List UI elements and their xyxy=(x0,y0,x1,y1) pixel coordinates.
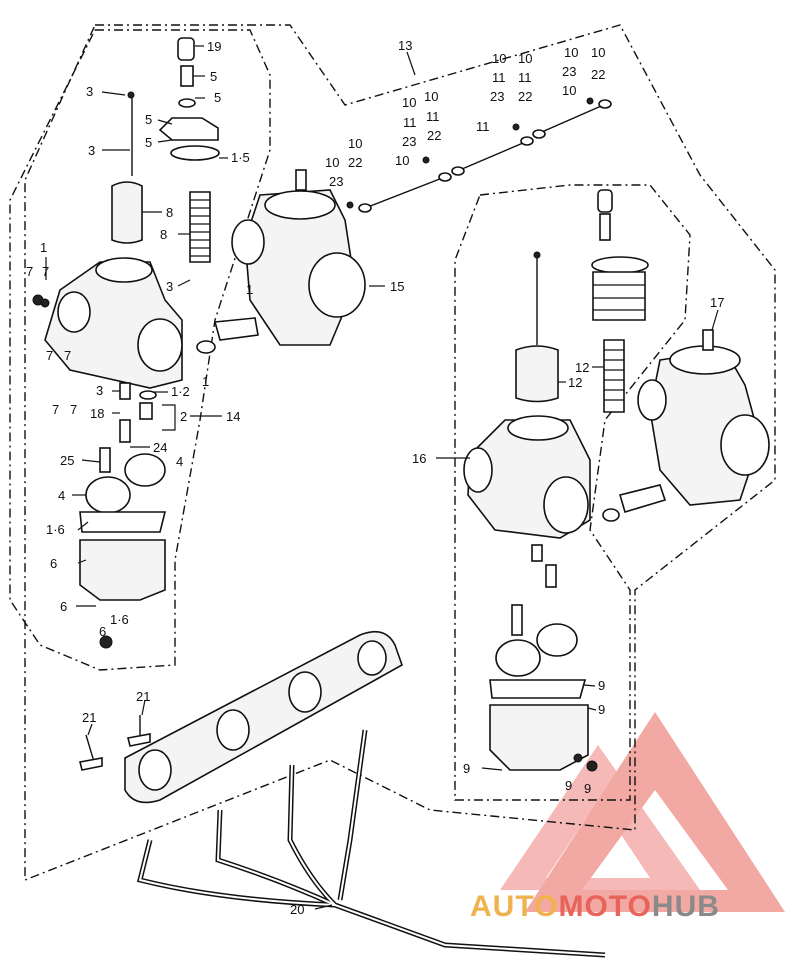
callout-24: 24 xyxy=(153,440,167,455)
callout-9d: 9 xyxy=(565,778,572,793)
callout-9c: 9 xyxy=(463,761,470,776)
callout-8b: 8 xyxy=(160,227,167,242)
callout-3a: 3 xyxy=(86,84,93,99)
callout-11: 11 xyxy=(476,119,490,134)
callout-1-6b: 1·6 xyxy=(110,612,129,627)
callout-12b: 12 xyxy=(575,360,589,375)
callout-20: 20 xyxy=(290,902,304,917)
callout-1a: 1 xyxy=(40,240,47,255)
watermark-triangle xyxy=(500,712,785,912)
callout-t2-11b: 11 xyxy=(426,109,440,124)
fuel-tube-harness-inner xyxy=(138,729,606,956)
insulator-plate xyxy=(79,630,403,804)
callout-7a: 7 xyxy=(26,264,33,279)
callout-t1-23: 23 xyxy=(329,174,343,189)
callout-t2-10b: 10 xyxy=(424,89,438,104)
logo-hub: HUB xyxy=(651,890,720,923)
callout-6b: 6 xyxy=(60,599,67,614)
callout-5b: 5 xyxy=(214,90,221,105)
link-rods xyxy=(346,97,612,213)
callout-8a: 8 xyxy=(166,205,173,220)
callout-t3-11b: 11 xyxy=(518,70,532,85)
callout-t2-10c: 10 xyxy=(395,153,409,168)
callout-t1-22: 22 xyxy=(348,155,362,170)
callout-6c: 6 xyxy=(99,624,106,639)
callout-7b: 7 xyxy=(42,264,49,279)
callout-3d: 3 xyxy=(96,383,103,398)
callout-14: 14 xyxy=(226,409,240,424)
callout-labels: 19 5 5 3 5 5 1·5 3 8 8 3 1 7 7 7 7 7 7 3… xyxy=(26,38,724,917)
callout-5c: 5 xyxy=(145,112,152,127)
group-boundary-left-inner xyxy=(9,29,271,671)
callout-13: 13 xyxy=(398,38,412,53)
logo-moto: MOTO xyxy=(558,890,652,923)
callout-5a: 5 xyxy=(210,69,217,84)
callout-25: 25 xyxy=(60,453,74,468)
callout-15: 15 xyxy=(390,279,404,294)
callout-t3-23: 23 xyxy=(490,89,504,104)
callout-t3-10a: 10 xyxy=(492,51,506,66)
left-carburetor-assembly xyxy=(32,37,220,649)
callout-21a: 21 xyxy=(136,689,150,704)
right-carburetor-exploded xyxy=(463,189,649,772)
group-boundary-right-inner xyxy=(454,184,691,801)
callout-21b: 21 xyxy=(82,710,96,725)
center-carburetor-assembly xyxy=(196,169,366,354)
callout-6a: 6 xyxy=(50,556,57,571)
callout-t2-23: 23 xyxy=(402,134,416,149)
callout-9b: 9 xyxy=(598,702,605,717)
callout-3b: 3 xyxy=(88,143,95,158)
callout-1-6a: 1·6 xyxy=(46,522,65,537)
callout-t2-11: 11 xyxy=(403,115,417,130)
callout-5d: 5 xyxy=(145,135,152,150)
callout-3c: 3 xyxy=(166,279,173,294)
callout-17: 17 xyxy=(710,295,724,310)
callout-t3-22: 22 xyxy=(518,89,532,104)
callout-t3-11a: 11 xyxy=(492,70,506,85)
far-right-carburetor xyxy=(602,329,770,522)
callout-7e: 7 xyxy=(52,402,59,417)
callout-18: 18 xyxy=(90,406,104,421)
callout-1b: 1 xyxy=(246,282,253,297)
callout-12c: 12 xyxy=(568,375,582,390)
callout-7c: 7 xyxy=(46,348,53,363)
leader-lines xyxy=(45,45,719,910)
callout-t2-10a: 10 xyxy=(402,95,416,110)
callout-7f: 7 xyxy=(70,402,77,417)
callout-t2-22: 22 xyxy=(427,128,441,143)
callout-4a: 4 xyxy=(176,454,183,469)
callout-16: 16 xyxy=(412,451,426,466)
callout-1-5a: 1·5 xyxy=(231,150,250,165)
callout-t1-10a: 10 xyxy=(348,136,362,151)
callout-7d: 7 xyxy=(64,348,71,363)
callout-t4-10b: 10 xyxy=(591,45,605,60)
callout-9a: 9 xyxy=(598,678,605,693)
callout-t4-22: 22 xyxy=(591,67,605,82)
callout-t1-10b: 10 xyxy=(325,155,339,170)
callout-2: 2 xyxy=(180,409,187,424)
callout-4b: 4 xyxy=(58,488,65,503)
callout-9e: 9 xyxy=(584,781,591,796)
watermark-logo: AUTOMOTOHUB xyxy=(470,890,720,924)
callout-1c: 1 xyxy=(202,374,209,389)
logo-auto: AUTO xyxy=(470,890,559,923)
callout-19: 19 xyxy=(207,39,221,54)
callout-t4-23: 23 xyxy=(562,64,576,79)
callout-t4-10c: 10 xyxy=(562,83,576,98)
callout-1-2: 1·2 xyxy=(171,384,190,399)
callout-t3-10b: 10 xyxy=(518,51,532,66)
callout-t4-10a: 10 xyxy=(564,45,578,60)
